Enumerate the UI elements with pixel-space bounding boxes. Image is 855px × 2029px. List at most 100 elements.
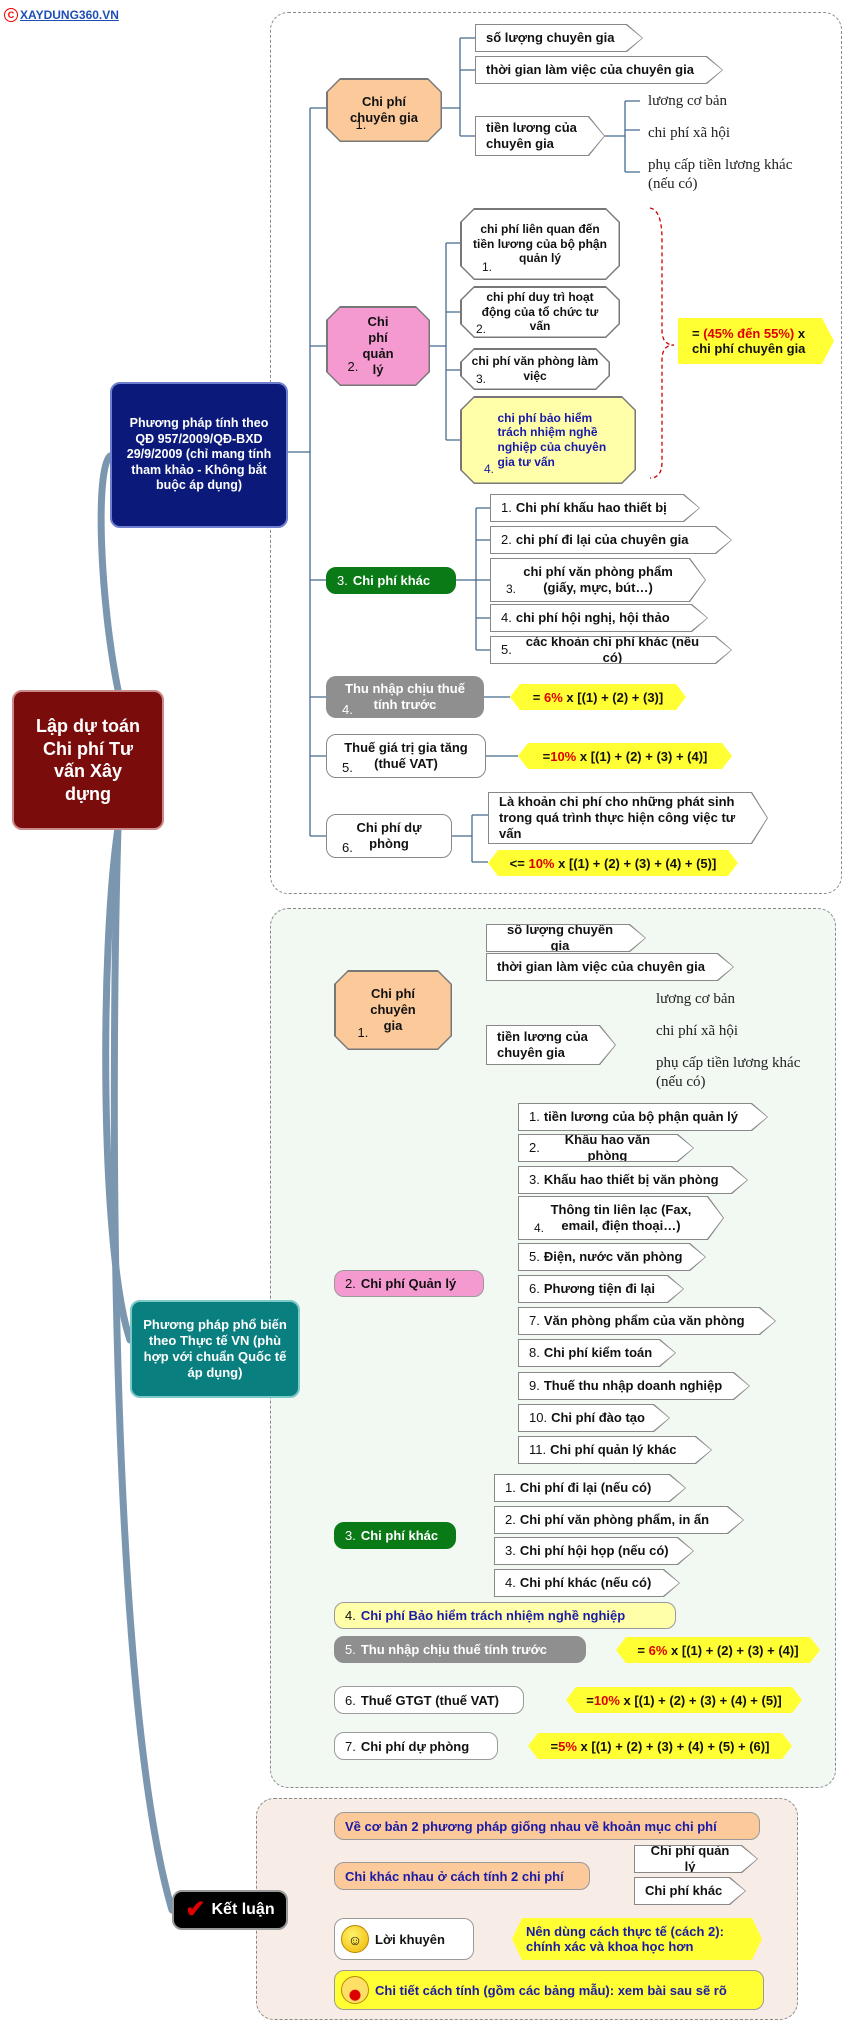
m2-insurance-node[interactable]: 4. Chi phí Bảo hiểm trách nhiệm nghề nghi… <box>334 1602 676 1629</box>
m1-mgmt-item-2-text: chi phí duy trì hoạt động của tổ chức tư… <box>481 290 599 334</box>
conclusion-advice[interactable]: ☺ Lời khuyên <box>334 1918 474 1960</box>
m2-mgmt-item-1[interactable]: 1.tiền lương của bộ phận quản lý <box>518 1103 768 1131</box>
m2-other-item-2[interactable]: 2.Chi phí văn phòng phẩm, in ấn <box>494 1506 744 1534</box>
conclusion-diff[interactable]: Chi khác nhau ở cách tính 2 chi phí <box>334 1862 590 1890</box>
m1-other-label: Chi phí khác <box>352 573 431 588</box>
m1-mgmt-item-3[interactable]: chi phí văn phòng làm việc <box>460 348 610 390</box>
m2-income-label: Thu nhập chịu thuế tính trước <box>360 1642 548 1657</box>
m2-mgmt-item-5[interactable]: 5.Điện, nước văn phòng <box>518 1243 706 1271</box>
m2-expert-num: 1. <box>357 1024 369 1040</box>
conclusion-detail[interactable]: Chi tiết cách tính (gồm các bảng mẫu): x… <box>334 1970 764 2010</box>
m2-income-num: 5. <box>345 1642 356 1657</box>
m2-income-formula: = 6% x [(1) + (2) + (3) + (4)] <box>616 1637 820 1663</box>
m1-vat-label: Thuế giá trị gia tăng (thuế VAT) <box>344 739 468 771</box>
method2-node[interactable]: Phương pháp phổ biến theo Thực tế VN (ph… <box>130 1300 300 1398</box>
m1-management-formula: = (45% đến 55%) x chi phí chuyên gia <box>678 318 834 364</box>
m1-mgmt-item-1-text: chi phí liên quan đến tiền lương của bộ … <box>473 222 607 266</box>
m2-salary-item-2: chi phí xã hội <box>656 1023 739 1039</box>
m2-mgmt-item-11[interactable]: 11.Chi phí quản lý khác <box>518 1436 712 1464</box>
m1-reserve-desc[interactable]: Là khoản chi phí cho những phát sinh tro… <box>488 792 768 844</box>
m2-mgmt-item-10[interactable]: 10.Chi phí đào tạo <box>518 1404 670 1432</box>
m1-mgmt-item-4-num: 4. <box>484 462 495 476</box>
m1-mgmt-item-3-text: chi phí văn phòng làm việc <box>471 354 599 383</box>
m2-reserve-num: 7. <box>345 1738 356 1754</box>
m2-income-node[interactable]: 5. Thu nhập chịu thuế tính trước <box>334 1636 586 1663</box>
method1-node[interactable]: Phương pháp tính theo QĐ 957/2009/QĐ-BXD… <box>110 382 288 528</box>
m2-vat-formula: =10% x [(1) + (2) + (3) + (4) + (5)] <box>566 1687 802 1713</box>
conclusion-label: Kết luận <box>211 1901 275 1918</box>
m1-other-item-3-num: 3. <box>506 582 517 596</box>
m1-income-num: 4. <box>342 702 353 717</box>
m2-vat-label: Thuế GTGT (thuế VAT) <box>360 1692 500 1708</box>
m1-other-item-2[interactable]: 2.chi phí đi lại của chuyên gia <box>490 526 732 554</box>
m1-other-item-4[interactable]: 4.chi phí hội nghị, hội thảo <box>490 604 708 632</box>
m2-reserve-node[interactable]: 7.Chi phí dự phòng <box>334 1732 498 1760</box>
m1-other-num: 3. <box>337 573 348 588</box>
m2-insurance-label: Chi phí Bảo hiểm trách nhiệm nghề nghiệp <box>360 1608 626 1623</box>
m1-other-node[interactable]: 3. Chi phí khác <box>326 567 456 594</box>
smiley-icon: ☺ <box>341 1925 369 1953</box>
m2-management-node[interactable]: 2.Chi phí Quản lý <box>334 1270 484 1297</box>
root-node[interactable]: Lập dự toán Chi phí Tư vấn Xây dựng <box>12 690 164 830</box>
m2-other-item-1[interactable]: 1.Chi phí đi lại (nếu có) <box>494 1474 686 1502</box>
m1-vat-num: 5. <box>342 760 353 775</box>
m1-salary-item-2: chi phí xã hội <box>648 125 731 141</box>
conclusion-same[interactable]: Về cơ bản 2 phương pháp giống nhau về kh… <box>334 1812 760 1840</box>
m1-other-item-1[interactable]: 1.Chi phí khấu hao thiết bị <box>490 494 700 522</box>
conclusion-advice-text: Nên dùng cách thực tế (cách 2): chính xá… <box>512 1918 762 1960</box>
m1-other-item-5[interactable]: 5.các khoản chi phí khác (nếu có) <box>490 636 732 664</box>
conclusion-advice-label: Lời khuyên <box>375 1931 445 1947</box>
m1-vat-node[interactable]: Thuế giá trị gia tăng (thuế VAT) <box>326 734 486 778</box>
m1-reserve-formula: <= 10% x [(1) + (2) + (3) + (4) + (5)] <box>488 850 738 876</box>
m1-reserve-num: 6. <box>342 840 353 855</box>
m1-vat-formula: =10% x [(1) + (2) + (3) + (4)] <box>518 743 732 769</box>
m2-mgmt-item-4-num: 4. <box>534 1221 545 1235</box>
m2-other-item-3[interactable]: 3.Chi phí hội họp (nếu có) <box>494 1537 694 1565</box>
m2-mgmt-item-4[interactable]: Thông tin liên lạc (Fax, email, điện tho… <box>518 1196 724 1240</box>
m2-other-label: Chi phí khác <box>360 1528 439 1543</box>
m1-mgmt-item-2[interactable]: chi phí duy trì hoạt động của tổ chức tư… <box>460 286 620 338</box>
m2-expert-item-1[interactable]: số lượng chuyên gia <box>486 924 646 952</box>
m2-mgmt-item-2[interactable]: 2.Khấu hao văn phòng <box>518 1134 694 1162</box>
m1-reserve-node[interactable]: Chi phí dự phòng <box>326 814 452 858</box>
m2-salary-item-1: lương cơ bản <box>656 991 735 1007</box>
m1-mgmt-item-1-num: 1. <box>482 260 493 274</box>
m2-expert-item-2[interactable]: thời gian làm việc của chuyên gia <box>486 953 734 981</box>
m2-mgmt-item-7[interactable]: 7.Văn phòng phẩm của văn phòng <box>518 1307 776 1335</box>
m2-reserve-formula: =5% x [(1) + (2) + (3) + (4) + (5) + (6)… <box>528 1733 792 1759</box>
m2-vat-node[interactable]: 6.Thuế GTGT (thuế VAT) <box>334 1686 524 1714</box>
method1-label: Phương pháp tính theo QĐ 957/2009/QĐ-BXD… <box>126 415 272 493</box>
m2-mgmt-item-9[interactable]: 9.Thuế thu nhập doanh nghiệp <box>518 1372 750 1400</box>
m2-insurance-num: 4. <box>345 1608 356 1623</box>
m1-expert-label: Chi phí chuyên gia <box>350 94 418 125</box>
m1-income-node[interactable]: Thu nhập chịu thuế tính trước <box>326 676 484 718</box>
m1-mgmt-item-1[interactable]: chi phí liên quan đến tiền lương của bộ … <box>460 208 620 280</box>
m2-salary-node[interactable]: tiền lương của chuyên gia <box>486 1025 616 1065</box>
conclusion-diff-item-2[interactable]: Chi phí khác <box>634 1877 746 1905</box>
surprised-face-icon <box>341 1976 369 2004</box>
watermark-text: XAYDUNG360.VN <box>20 8 119 22</box>
watermark[interactable]: C XAYDUNG360.VN <box>4 8 119 22</box>
m1-other-item-3[interactable]: chi phí văn phòng phẩm (giấy, mực, bút…) <box>490 558 706 602</box>
m2-other-num: 3. <box>345 1528 356 1543</box>
m2-mgmt-item-6[interactable]: 6.Phương tiện đi lại <box>518 1275 684 1303</box>
m1-salary-node[interactable]: tiền lương của chuyên gia <box>475 116 605 156</box>
conclusion-diff-item-1[interactable]: Chi phí quản lý <box>634 1845 758 1873</box>
m2-salary-item-3: phụ cấp tiền lương khác (nếu có) <box>656 1055 801 1090</box>
conclusion-node[interactable]: ✔ Kết luận <box>172 1890 288 1930</box>
m1-reserve-label: Chi phí dự phòng <box>356 819 422 851</box>
root-label: Lập dự toán Chi phí Tư vấn Xây dựng <box>35 716 141 804</box>
m1-mgmt-item-4-text: chi phí bảo hiểm trách nhiệm nghề nghiệp… <box>497 410 607 469</box>
m2-expert-label: Chi phí chuyên gia <box>370 986 416 1033</box>
m1-mgmt-item-4[interactable]: chi phí bảo hiểm trách nhiệm nghề nghiệp… <box>460 396 636 484</box>
m2-other-item-4[interactable]: 4.Chi phí khác (nếu có) <box>494 1569 680 1597</box>
m1-expert-item-1[interactable]: số lượng chuyên gia <box>475 24 643 52</box>
m1-expert-item-2[interactable]: thời gian làm việc của chuyên gia <box>475 56 723 84</box>
m2-other-node[interactable]: 3. Chi phí khác <box>334 1522 456 1549</box>
m2-mgmt-item-8[interactable]: 8.Chi phí kiểm toán <box>518 1339 676 1367</box>
m2-mgmt-item-3[interactable]: 3.Khấu hao thiết bị văn phòng <box>518 1166 748 1194</box>
m1-expert-num: 1. <box>355 116 367 132</box>
